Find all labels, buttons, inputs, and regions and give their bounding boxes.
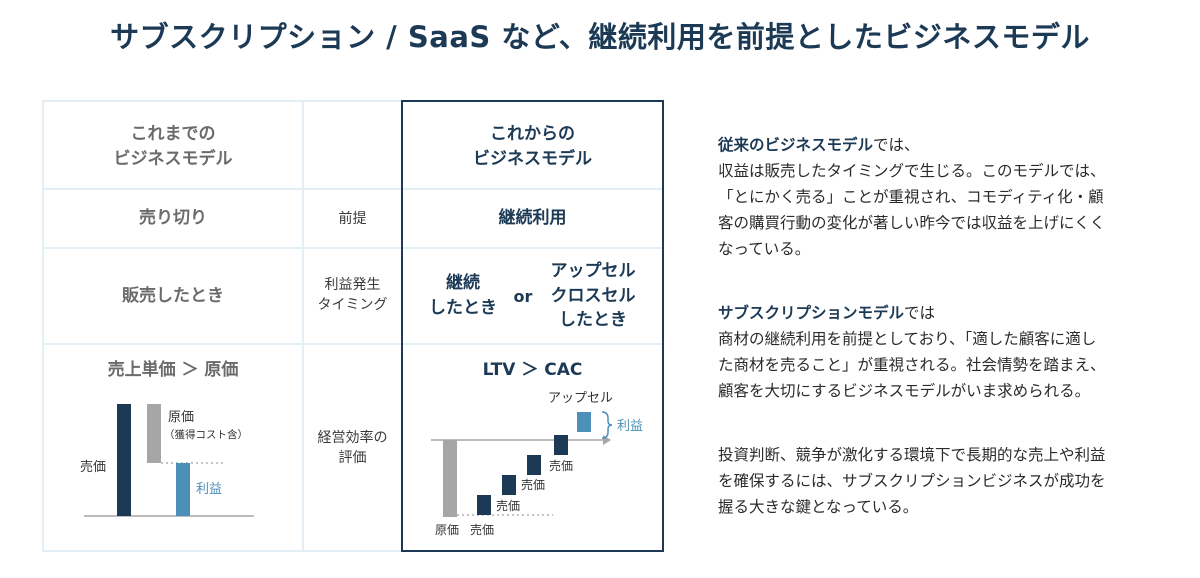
- new-efficiency: LTV ＞ CAC: [482, 360, 583, 380]
- description-lead: 従来のビジネスモデルでは、: [718, 132, 1106, 158]
- row-label-profit-timing: 利益発生 タイミング: [304, 275, 401, 316]
- header-old-model: これまでの ビジネスモデル: [44, 122, 302, 171]
- label-upsell: アップセル: [548, 391, 613, 406]
- bar-cost: [147, 404, 161, 463]
- row-label-line: 利益発生: [324, 277, 381, 293]
- header-new-line: ビジネスモデル: [473, 148, 592, 169]
- table-divider: [302, 100, 304, 552]
- description-line: 握る大きな鍵となっている。: [718, 498, 919, 516]
- description-line: 顧客を大切にするビジネスモデルがいま求められる。: [718, 382, 1091, 400]
- term-traditional-model: 従来のビジネスモデル: [718, 136, 874, 154]
- new-premise: 継続利用: [498, 208, 567, 228]
- page-title: サブスクリプション / SaaS など、継続利用を前提としたビジネスモデル: [110, 20, 1090, 54]
- label-cost-note: （獲得コスト含）: [164, 428, 248, 441]
- row-label-line: 経営効率の: [317, 430, 388, 446]
- timing-line: 継続: [446, 273, 480, 293]
- label-price-3: 売価: [521, 477, 545, 492]
- description-line: 投資判断、競争が激化する環境下で長期的な売上や利益: [718, 446, 1106, 464]
- old-efficiency: 売上単価 ＞ 原価: [107, 360, 239, 380]
- new-model-diagram: 利益 アップセル 売価 売価 売価 原価 売価: [431, 391, 643, 537]
- bar-upsell: [577, 412, 591, 432]
- step-bar-2: [502, 475, 516, 495]
- description-line: 収益は販売したタイミングで生じる。このモデルでは、: [718, 162, 1106, 180]
- header-old-line: これまでの: [130, 124, 216, 144]
- lead-suffix: では: [904, 304, 936, 322]
- description-line: 「とにかく売る」ことが重視され、コモディティ化・顧: [718, 188, 1104, 206]
- description-line: 商材の継続利用を前提としており、「適した顧客に適し: [718, 330, 1097, 348]
- label-price-4: 売価: [549, 458, 573, 473]
- old-premise: 売り切り: [139, 208, 207, 228]
- header-new-line: これからの: [490, 124, 575, 144]
- old-profit-timing: 販売したとき: [122, 286, 224, 306]
- row-label-premise: 前提: [338, 211, 367, 227]
- label-price-2: 売価: [496, 498, 520, 513]
- bar-profit: [176, 463, 190, 516]
- description-line: を確保するには、サブスクリプションビジネスが成功を: [718, 472, 1106, 490]
- step-bar-1: [477, 495, 491, 515]
- profit-brace-icon: [601, 411, 613, 439]
- label-price: 売価: [80, 459, 106, 475]
- new-timing-continued: 継続 したとき: [418, 271, 508, 320]
- row-label-line: タイミング: [317, 297, 388, 314]
- description-conclusion: 投資判断、競争が激化する環境下で長期的な売上や利益 を確保するには、サブスクリプ…: [718, 442, 1106, 520]
- new-timing-upsell: アップセル クロスセル したとき: [538, 259, 648, 333]
- label-cost: 原価: [435, 523, 459, 537]
- step-bar-3: [527, 455, 541, 475]
- table-border-top: [42, 100, 664, 102]
- header-new-model: これからの ビジネスモデル: [403, 122, 662, 171]
- lead-suffix: では、: [873, 136, 920, 154]
- timing-line: クロスセル: [550, 285, 636, 306]
- bar-price: [117, 404, 131, 516]
- table-divider: [42, 247, 664, 249]
- label-cost: 原価: [168, 410, 194, 425]
- highlight-frame-new-model: [401, 100, 664, 552]
- timing-line: したとき: [559, 310, 627, 331]
- description-subscription: サブスクリプションモデルでは 商材の継続利用を前提としており、「適した顧客に適し…: [718, 300, 1106, 404]
- label-price-1: 売価: [470, 522, 494, 537]
- timing-line: したとき: [429, 297, 497, 318]
- old-model-diagram: 売価 原価 （獲得コスト含） 利益: [80, 404, 254, 517]
- term-subscription-model: サブスクリプションモデル: [718, 304, 905, 322]
- description-line: た商材を売ること」が重視される。社会情勢を踏まえ、: [718, 356, 1106, 374]
- description-line: なっている。: [718, 240, 811, 258]
- row-label-line: 評価: [338, 450, 367, 467]
- table-border-bottom: [42, 550, 664, 552]
- bar-cost: [443, 440, 457, 517]
- row-label-efficiency: 経営効率の 評価: [304, 428, 401, 469]
- label-profit: 利益: [617, 419, 643, 434]
- table-divider: [42, 343, 664, 345]
- table-border-left: [42, 100, 44, 552]
- or-text: or: [513, 287, 533, 306]
- timing-line: アップセル: [550, 261, 636, 281]
- description-line: 客の購買行動の変化が著しい昨今では収益を上げにくく: [718, 214, 1106, 232]
- description-traditional: 従来のビジネスモデルでは、 収益は販売したタイミングで生じる。このモデルでは、 …: [718, 132, 1106, 262]
- description-lead: サブスクリプションモデルでは: [718, 300, 1106, 326]
- step-bar-4: [554, 435, 568, 455]
- table-divider: [42, 188, 664, 190]
- label-profit: 利益: [196, 482, 222, 497]
- header-old-line: ビジネスモデル: [113, 148, 233, 169]
